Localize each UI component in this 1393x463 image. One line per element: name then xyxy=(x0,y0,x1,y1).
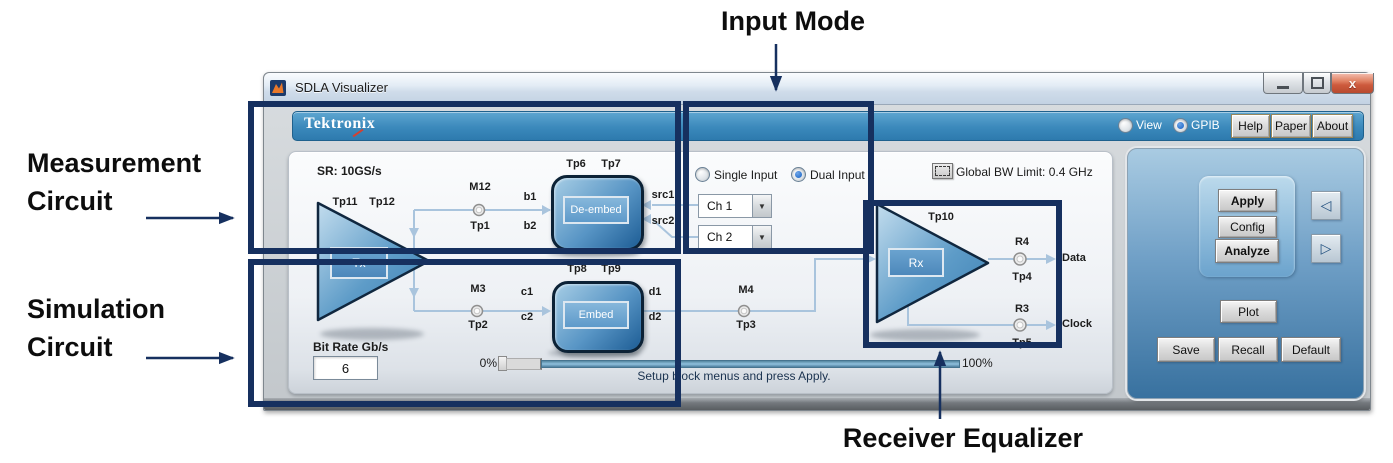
analyze-button[interactable]: Analyze xyxy=(1215,239,1279,263)
dual-input-label: Dual Input xyxy=(810,168,865,182)
progress-bar xyxy=(541,360,960,368)
save-button[interactable]: Save xyxy=(1157,337,1215,362)
label-tp10: Tp10 xyxy=(928,211,954,223)
rx-block-button[interactable]: Rx xyxy=(888,248,944,277)
config-button[interactable]: Config xyxy=(1218,216,1277,238)
ch1-select[interactable]: Ch 1 ▼ xyxy=(698,194,772,218)
close-icon: x xyxy=(1348,75,1357,91)
single-input-label: Single Input xyxy=(714,168,778,182)
label-m4: M4 xyxy=(738,284,754,296)
ch1-select-value: Ch 1 xyxy=(707,199,733,213)
label-clock: Clock xyxy=(1062,318,1092,330)
status-text: Setup block menus and press Apply. xyxy=(637,369,831,383)
next-button[interactable]: ▷ xyxy=(1311,234,1341,263)
label-d2: d2 xyxy=(648,311,662,323)
embed-block-button[interactable]: Embed xyxy=(563,301,629,329)
chevron-down-icon[interactable]: ▼ xyxy=(752,226,771,248)
label-src1: src1 xyxy=(651,189,675,201)
progress-min-label: 0% xyxy=(479,356,497,370)
sample-rate-label: SR: 10GS/s xyxy=(317,164,382,178)
maximize-button[interactable] xyxy=(1303,73,1331,94)
ch2-select-value: Ch 2 xyxy=(707,230,733,244)
dual-input-radio[interactable] xyxy=(791,167,806,182)
label-tp1: Tp1 xyxy=(470,220,490,232)
global-bw-label: Global BW Limit: 0.4 GHz xyxy=(956,165,1093,179)
label-tp4: Tp4 xyxy=(1012,271,1032,283)
label-d1: d1 xyxy=(648,286,662,298)
default-button[interactable]: Default xyxy=(1281,337,1341,362)
label-m12: M12 xyxy=(469,181,491,193)
view-radio-label: View xyxy=(1136,118,1162,132)
label-r3: R3 xyxy=(1014,303,1030,315)
minimize-icon xyxy=(1277,85,1289,89)
annotation-box-measurement xyxy=(248,101,681,254)
ch2-select[interactable]: Ch 2 ▼ xyxy=(698,225,772,249)
apply-button[interactable]: Apply xyxy=(1218,189,1277,212)
label-c2: c2 xyxy=(520,311,534,323)
label-tp9: Tp9 xyxy=(601,263,621,275)
arrow-left-icon: ◁ xyxy=(1320,197,1332,213)
plot-button[interactable]: Plot xyxy=(1220,300,1277,323)
close-button[interactable]: x xyxy=(1331,73,1374,94)
view-radio[interactable] xyxy=(1118,118,1133,133)
gpib-radio-label: GPIB xyxy=(1191,118,1220,132)
gpib-radio[interactable] xyxy=(1173,118,1188,133)
about-button[interactable]: About xyxy=(1312,114,1353,138)
bit-rate-label: Bit Rate Gb/s xyxy=(313,340,389,354)
label-tp8: Tp8 xyxy=(567,263,587,275)
recall-button[interactable]: Recall xyxy=(1218,337,1278,362)
label-tp7: Tp7 xyxy=(601,158,621,170)
annotation-measurement-line2: Circuit xyxy=(27,186,113,216)
bit-rate-input[interactable] xyxy=(313,356,378,380)
label-c1: c1 xyxy=(520,286,534,298)
annotation-box-simulation xyxy=(248,259,681,407)
annotation-simulation-line2: Circuit xyxy=(27,332,113,362)
annotation-box-receiver xyxy=(863,200,1062,348)
annotation-receiver-equalizer: Receiver Equalizer xyxy=(842,423,1084,453)
progress-max-label: 100% xyxy=(962,356,993,370)
label-r4: R4 xyxy=(1014,236,1030,248)
titlebar xyxy=(264,73,1370,105)
deembed-block-button[interactable]: De-embed xyxy=(563,196,629,224)
annotation-measurement-line1: Measurement xyxy=(27,148,202,178)
minimize-button[interactable] xyxy=(1263,73,1303,94)
label-tp11: Tp11 xyxy=(332,196,358,208)
label-tp3: Tp3 xyxy=(736,319,756,331)
label-b1: b1 xyxy=(523,191,537,203)
label-b2: b2 xyxy=(523,220,537,232)
paper-button[interactable]: Paper xyxy=(1271,114,1311,138)
tektronix-logo: Tektronix xyxy=(304,115,376,132)
annotation-box-input-mode xyxy=(683,101,874,254)
label-data: Data xyxy=(1062,252,1086,264)
restore-icon xyxy=(1310,77,1324,89)
label-tp12: Tp12 xyxy=(369,196,395,208)
annotation-simulation-line1: Simulation xyxy=(27,294,166,324)
label-m3: M3 xyxy=(470,283,486,295)
global-bw-icon[interactable] xyxy=(932,163,953,179)
label-tp2: Tp2 xyxy=(468,319,488,331)
chevron-down-icon[interactable]: ▼ xyxy=(752,195,771,217)
single-input-radio[interactable] xyxy=(695,167,710,182)
label-tp6: Tp6 xyxy=(566,158,586,170)
help-button[interactable]: Help xyxy=(1231,114,1270,138)
prev-button[interactable]: ◁ xyxy=(1311,191,1341,220)
arrow-right-icon: ▷ xyxy=(1320,240,1332,256)
label-src2: src2 xyxy=(651,215,675,227)
window-title: SDLA Visualizer xyxy=(295,80,388,95)
annotation-input-mode: Input Mode xyxy=(721,6,865,36)
